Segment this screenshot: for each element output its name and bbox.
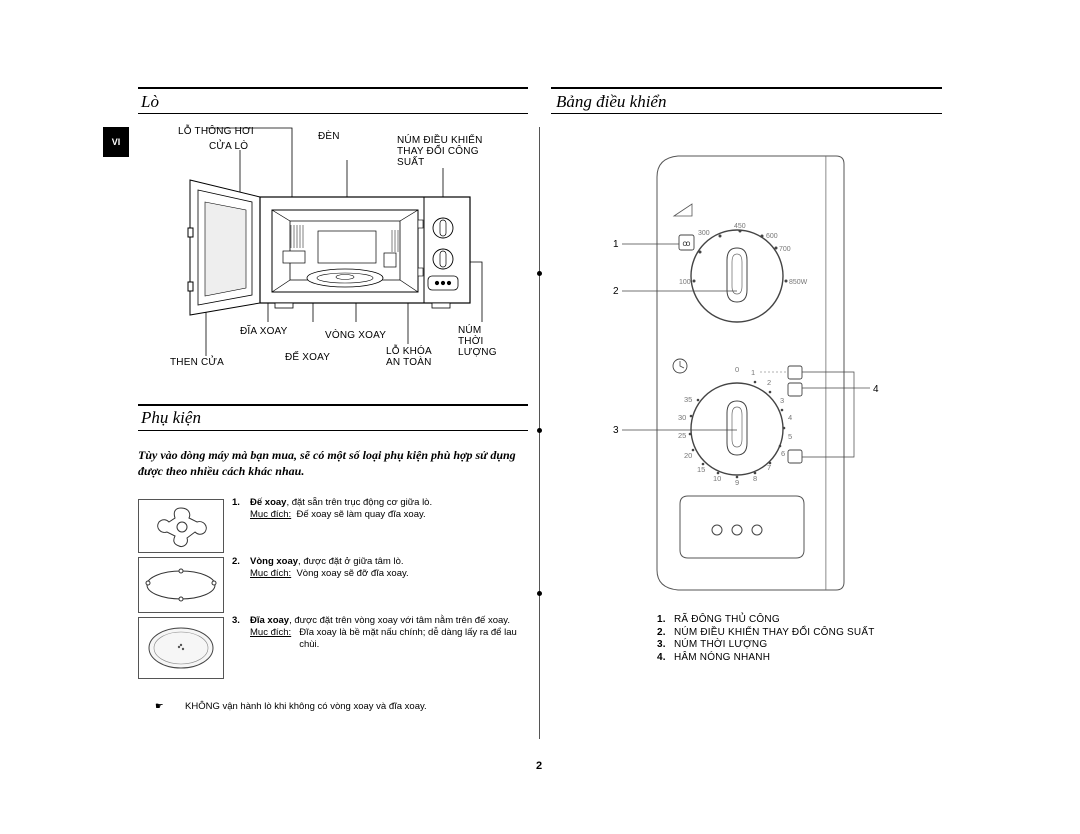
power-mark: 100 (679, 279, 691, 286)
accessory-desc: , được đặt trên vòng xoay với tâm nằm tr… (289, 615, 510, 626)
label-door: CỬA LÒ (209, 141, 249, 152)
accessory-desc: , đặt sẵn trên trục động cơ giữa lò. (286, 497, 433, 508)
legend-item: 3. NÚM THỜI LƯỢNG (657, 639, 879, 652)
control-title-rule-top (551, 87, 942, 89)
timer-mark: 7 (767, 463, 771, 472)
accessory-num: 2. (232, 556, 240, 567)
power-mark: 850W (789, 279, 808, 286)
label-power-knob: NÚM ĐIỀU KHIỂN THAY ĐỔI CÔNG SUẤT (397, 135, 483, 168)
accessory-name: Đế xoay (250, 497, 287, 508)
roller-ring-image (138, 557, 224, 613)
legend-num: 3. (657, 639, 666, 650)
accessory-purpose: Đĩa xoay là bề mặt nấu chính; dễ dàng lấ… (299, 627, 517, 650)
power-mark: 700 (779, 246, 791, 253)
accessory-desc: , được đặt ở giữa tâm lò. (298, 556, 404, 567)
coupler-image (138, 499, 224, 553)
oven-title-rule-top (138, 87, 528, 89)
legend-text: NÚM THỜI LƯỢNG (674, 639, 768, 650)
legend-text: NÚM ĐIỀU KHIỂN THAY ĐỔI CÔNG SUẤT (674, 626, 875, 638)
page-number: 2 (536, 760, 543, 772)
legend-item: 2. NÚM ĐIỀU KHIỂN THAY ĐỔI CÔNG SUẤT (657, 627, 879, 640)
timer-mark: 8 (753, 474, 757, 483)
label-light: ĐÈN (318, 131, 340, 142)
accessories-title-rule-bottom (138, 430, 528, 431)
callout-3: 3 (613, 425, 619, 436)
timer-mark: 10 (713, 474, 721, 483)
legend-num: 2. (657, 626, 666, 638)
power-mark: 600 (766, 233, 778, 240)
language-tab: VI (103, 127, 129, 157)
oven-title-rule-bottom (138, 113, 528, 114)
column-divider (539, 127, 540, 739)
timer-mark: 1 (751, 368, 755, 377)
pointing-hand-icon: ☛ (155, 701, 164, 712)
svg-text:ꝏ: ꝏ (682, 239, 690, 248)
timer-mark: 0 (735, 365, 739, 374)
turntable-drawing (148, 627, 214, 669)
label-timer-knob: NÚM THỜI LƯỢNG (458, 325, 497, 358)
purpose-label: Mục đích: (250, 627, 292, 638)
control-legend: 1. RÃ ĐÔNG THỦ CÔNG 2. NÚM ĐIỀU KHIỂN THAY… (657, 614, 879, 664)
accessories-intro: Tùy vào dòng máy mà bạn mua, sẽ có một s… (138, 448, 516, 478)
divider-dot (537, 271, 542, 276)
legend-num: 1. (657, 614, 666, 625)
callout-4: 4 (873, 384, 879, 395)
accessories-title-rule-top (138, 404, 528, 406)
label-turntable: ĐĨA XOAY (240, 326, 288, 337)
label-roller-ring: VÒNG XOAY (325, 330, 387, 341)
accessory-item-2: 2. Vòng xoay, được đặt ở giữa tâm lò. Mục… (232, 556, 532, 580)
timer-mark: 9 (735, 478, 739, 487)
turntable-image (138, 617, 224, 679)
accessories-section-title: Phụ kiện (141, 408, 201, 427)
legend-item: 4. HÂM NÓNG NHANH (657, 652, 879, 665)
note-text: KHÔNG vận hành lò khi không có vòng xoay… (185, 701, 427, 712)
legend-num: 4. (657, 651, 666, 663)
defrost-icon (678, 234, 695, 251)
label-vent: LỖ THÔNG HƠI (178, 126, 254, 137)
label-safety-lock: LỖ KHÓA AN TOÀN (386, 346, 432, 368)
oven-section-title: Lò (141, 92, 159, 111)
label-door-latch: THEN CỬA (170, 357, 225, 368)
timer-mark: 3 (780, 396, 784, 405)
timer-mark: 15 (697, 465, 705, 474)
power-mark: 450 (734, 223, 746, 230)
timer-mark: 30 (678, 413, 686, 422)
purpose-label: Mục đích: (250, 568, 292, 579)
timer-mark: 6 (781, 449, 785, 458)
safety-note: ☛ KHÔNG vận hành lò khi không có vòng xoa… (155, 701, 427, 712)
microwave-illustration (187, 127, 483, 356)
control-panel-illustration: ꝏ 100 300 450 600 700 850W 0 1 2 3 4 5 6… (622, 155, 870, 591)
power-dial[interactable] (690, 229, 784, 323)
accessory-num: 3. (232, 615, 240, 626)
control-title-rule-bottom (551, 113, 942, 114)
label-coupler: ĐẾ XOAY (285, 352, 331, 363)
legend-item: 1. RÃ ĐÔNG THỦ CÔNG (657, 614, 879, 627)
accessory-num: 1. (232, 497, 240, 508)
timer-mark: 5 (788, 432, 792, 441)
accessory-name: Đĩa xoay (250, 615, 290, 626)
divider-dot (537, 428, 542, 433)
accessory-item-1: 1. Đế xoay, đặt sẵn trên trục động cơ giữ… (232, 497, 532, 521)
timer-mark: 25 (678, 431, 686, 440)
accessory-purpose: Vòng xoay sẽ đỡ đĩa xoay. (296, 568, 409, 579)
coupler-drawing (157, 507, 207, 547)
power-mark: 300 (698, 230, 710, 237)
accessory-purpose: Đế xoay sẽ làm quay đĩa xoay. (296, 509, 426, 520)
control-panel-title: Bảng điều khiển (556, 92, 667, 111)
divider-dot (537, 591, 542, 596)
callout-2: 2 (613, 286, 619, 297)
legend-text: HÂM NÓNG NHANH (674, 651, 771, 663)
timer-mark: 4 (788, 413, 792, 422)
callout-1: 1 (613, 239, 619, 250)
accessory-name: Vòng xoay (250, 556, 299, 567)
accessory-item-3: 3. Đĩa xoay, được đặt trên vòng xoay với … (232, 615, 527, 651)
timer-mark: 20 (684, 451, 692, 460)
timer-dial[interactable] (690, 382, 784, 476)
legend-text: RÃ ĐÔNG THỦ CÔNG (674, 614, 780, 625)
roller-ring-drawing (145, 568, 217, 602)
purpose-label: Mục đích: (250, 509, 292, 520)
timer-mark: 35 (684, 395, 692, 404)
timer-mark: 2 (767, 378, 771, 387)
